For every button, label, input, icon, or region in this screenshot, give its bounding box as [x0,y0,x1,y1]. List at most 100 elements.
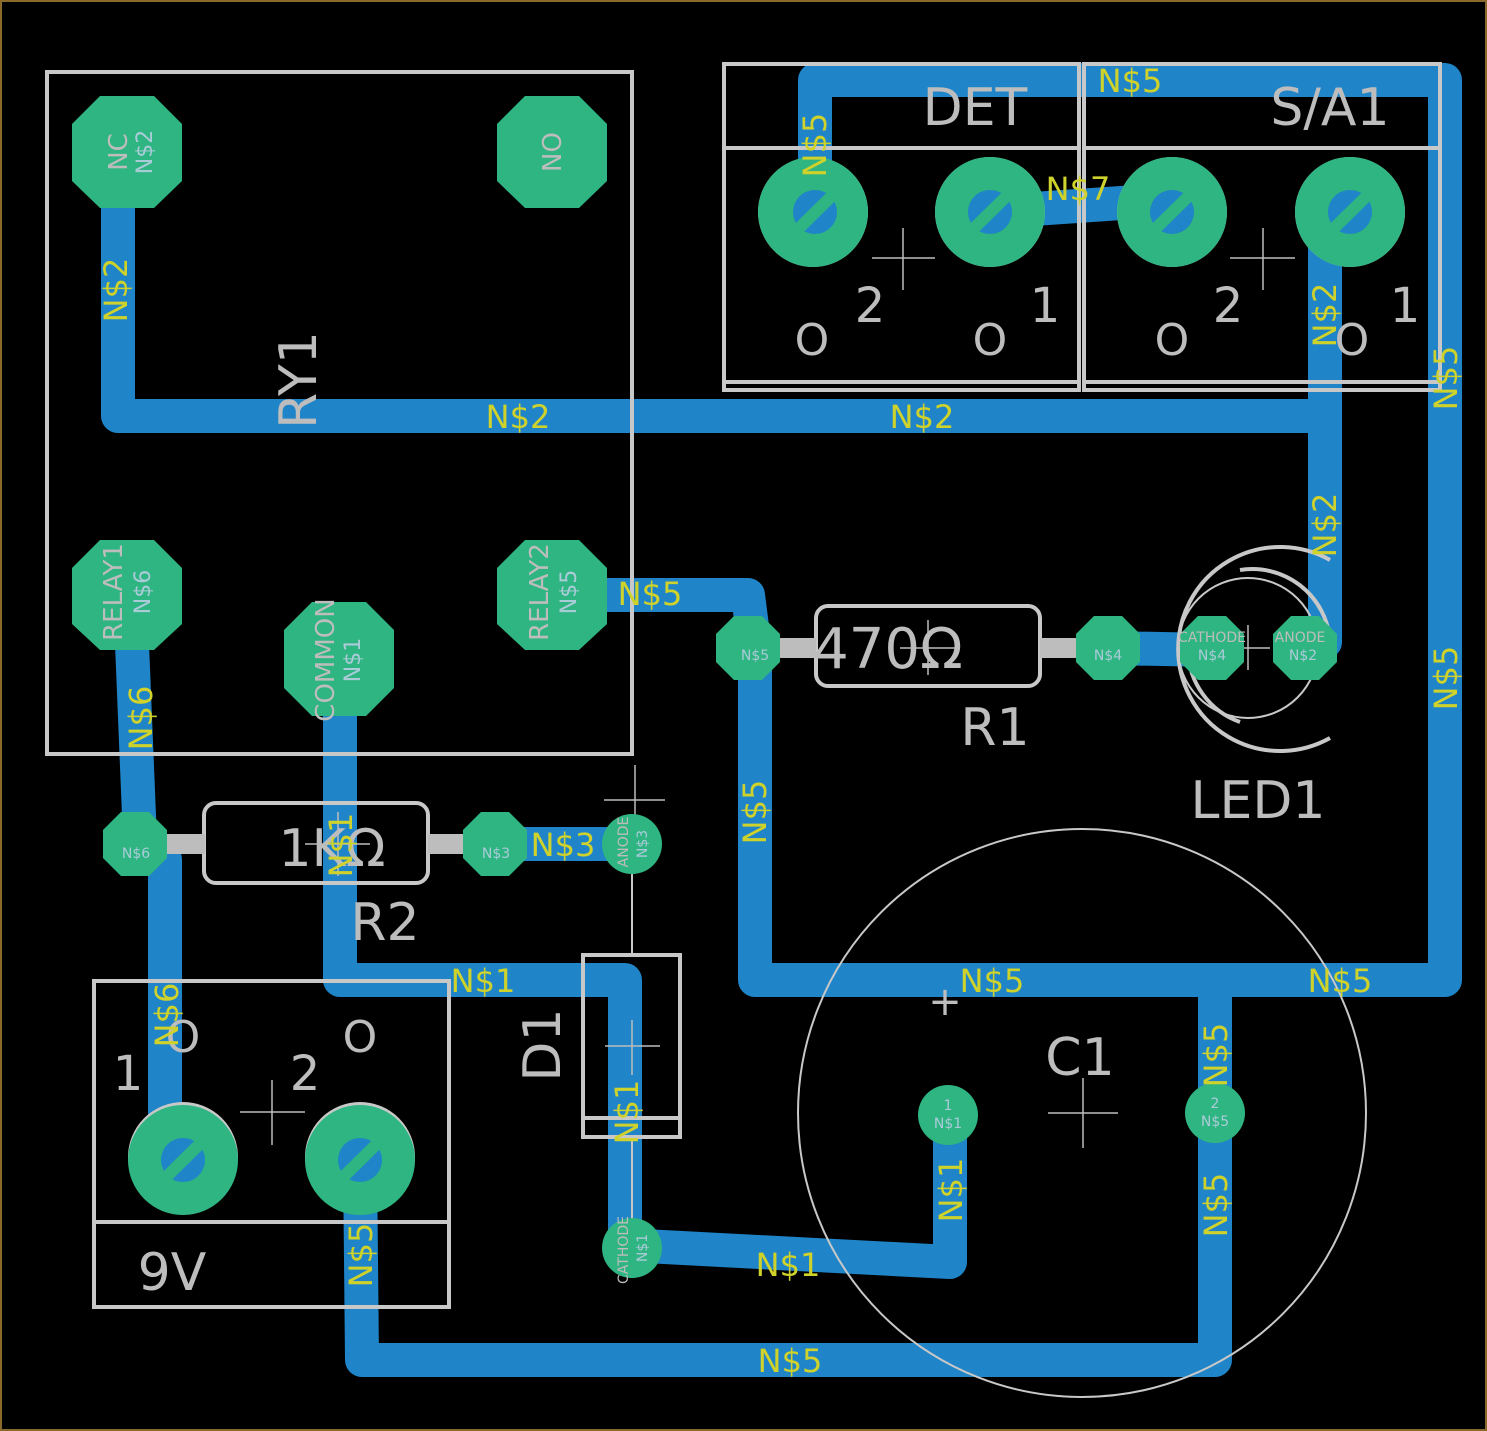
net-label-n2-sa1: N$2 [1306,283,1344,348]
c1-ref: C1 [1045,1028,1114,1088]
net-label-n3: N$3 [531,826,596,864]
led-pad-cathode-net: N$4 [1198,648,1226,664]
sa1-pin2: 2 [1213,278,1244,334]
net-label-n1-mid: N$1 [451,962,516,1000]
net-label-n2-left: N$2 [97,258,135,323]
c1-outline [797,828,1367,1398]
pad-relay-common[interactable] [284,602,394,716]
c1-pad2-net: N$5 [1201,1114,1229,1130]
pad-led-cathode[interactable] [1180,616,1244,680]
r2-ref: R2 [350,893,419,953]
pad-c1-2[interactable] [1185,1083,1245,1143]
relay-outline [45,70,634,756]
pad-led-anode[interactable] [1273,616,1337,680]
net-label-n5-right-mid: N$5 [1427,646,1465,711]
relay-relay1-net: N$6 [131,570,156,614]
sa1-hole-2: O [1155,315,1190,366]
net-label-n1-d1: N$1 [608,1080,646,1145]
net-label-n6-relay: N$6 [122,686,160,751]
net-label-n5-bottom-mid: N$5 [960,962,1025,1000]
r1-value: 470Ω [813,617,963,682]
trace-n1-common[interactable] [323,643,967,1279]
pad-relay-no[interactable] [497,96,607,208]
relay-nc-net: N$2 [133,130,158,174]
det-pin2: 2 [855,278,886,334]
d1-cathode-label: CATHODE [616,1216,632,1284]
relay-ref: RY1 [269,331,329,429]
net-label-n5-bottom: N$5 [758,1342,823,1380]
d1-anode-label: ANODE [616,817,632,868]
led-pad-anode-net: N$2 [1289,648,1317,664]
pad-r1-1[interactable] [716,616,780,680]
led1-ref: LED1 [1191,771,1326,831]
relay-relay2-net: N$5 [557,570,582,614]
relay-relay1-label: RELAY1 [99,543,129,641]
c1-pad2-num: 2 [1211,1096,1220,1112]
pad-labels: N$5 N$4 N$6 N$3 N$4 N$2 1 N$1 2 N$5 N$3 … [122,130,1317,1262]
r2-pad2-net: N$3 [482,846,510,862]
net-label-n1-common: N$1 [322,813,360,878]
trace-n5-top[interactable] [545,63,1462,997]
net-labels: N$5 N$7 N$5 N$2 N$2 N$2 N$2 N$2 N$5 N$5 … [97,62,1465,1380]
relay-nc-label: NC [104,133,134,171]
pwr-hole-1: O [166,1012,201,1063]
led-cathode-label: CATHODE [1178,630,1246,646]
pad-relay-relay1[interactable] [72,540,182,650]
pwr-hole-2: O [343,1012,378,1063]
pad-c1-1[interactable] [918,1085,978,1145]
led-anode-label: ANODE [1275,630,1326,646]
net-label-n2-led: N$2 [1306,493,1344,558]
det-ref: DET [923,78,1028,138]
relay-no-label: NO [538,132,568,172]
net-label-n6-9v: N$6 [148,983,186,1048]
pad-d1-cathode[interactable] [602,1218,662,1278]
net-label-n1-c1: N$1 [932,1158,970,1223]
sa1-pin1: 1 [1390,278,1421,334]
drill-holes [145,175,1388,1198]
d1-ref: D1 [513,1008,573,1081]
r2-value: 1KΩ [279,819,386,879]
net-label-n5-right-top: N$5 [1427,346,1465,411]
pwr-ref: 9V [138,1243,207,1303]
net-label-n5-9v: N$5 [342,1223,380,1288]
det-hole-2: O [795,315,830,366]
relay-common-net: N$1 [341,638,366,682]
pad-r1-2[interactable] [1076,616,1140,680]
sa1-ref: S/A1 [1270,78,1389,138]
trace-n5-c1[interactable] [343,963,1232,1377]
sa1-hole-1: O [1335,315,1370,366]
net-label-n5-relay2: N$5 [618,575,683,613]
net-label-n7: N$7 [1046,170,1111,208]
r1-pad2-net: N$4 [1094,648,1122,664]
trace-n2-led-anode[interactable] [1288,195,1342,665]
sa1-connector-outline [1082,62,1442,392]
relay-common-label: COMMON [311,598,341,721]
det-connector-outline [722,62,1081,392]
net-label-n1-bottom: N$1 [756,1246,821,1284]
pad-d1-anode[interactable] [602,814,662,874]
pwr-pin1: 1 [113,1046,144,1102]
net-label-n2-mid: N$2 [486,398,551,436]
pad-r2-2[interactable] [463,812,527,876]
component-labels: DET S/A1 2 1 2 1 O O O O RY1 NC NO RELAY… [99,78,1420,1303]
pad-relay-nc[interactable] [72,96,182,208]
net-label-n2-right: N$2 [890,398,955,436]
c1-plus: + [928,979,962,1025]
net-label-n5-top: N$5 [1098,62,1163,100]
r1-ref: R1 [960,698,1029,758]
pad-relay-relay2[interactable] [497,540,607,650]
det-pin1: 1 [1030,278,1061,334]
c1-pad1-net: N$1 [934,1116,962,1132]
trace-n2-relay-nc[interactable] [101,153,1342,433]
net-label-n5-c1-top: N$5 [1197,1023,1235,1088]
net-label-n5-vert: N$5 [736,780,774,845]
pad-r2-1[interactable] [103,812,167,876]
net-label-n5-bottom-right: N$5 [1308,962,1373,1000]
r1-pad1-net: N$5 [741,648,769,664]
d1-pad-cathode-net: N$1 [635,1234,651,1262]
net-label-n5-c1-bottom: N$5 [1197,1173,1235,1238]
r2-pad1-net: N$6 [122,846,150,862]
d1-pad-anode-net: N$3 [635,830,651,858]
